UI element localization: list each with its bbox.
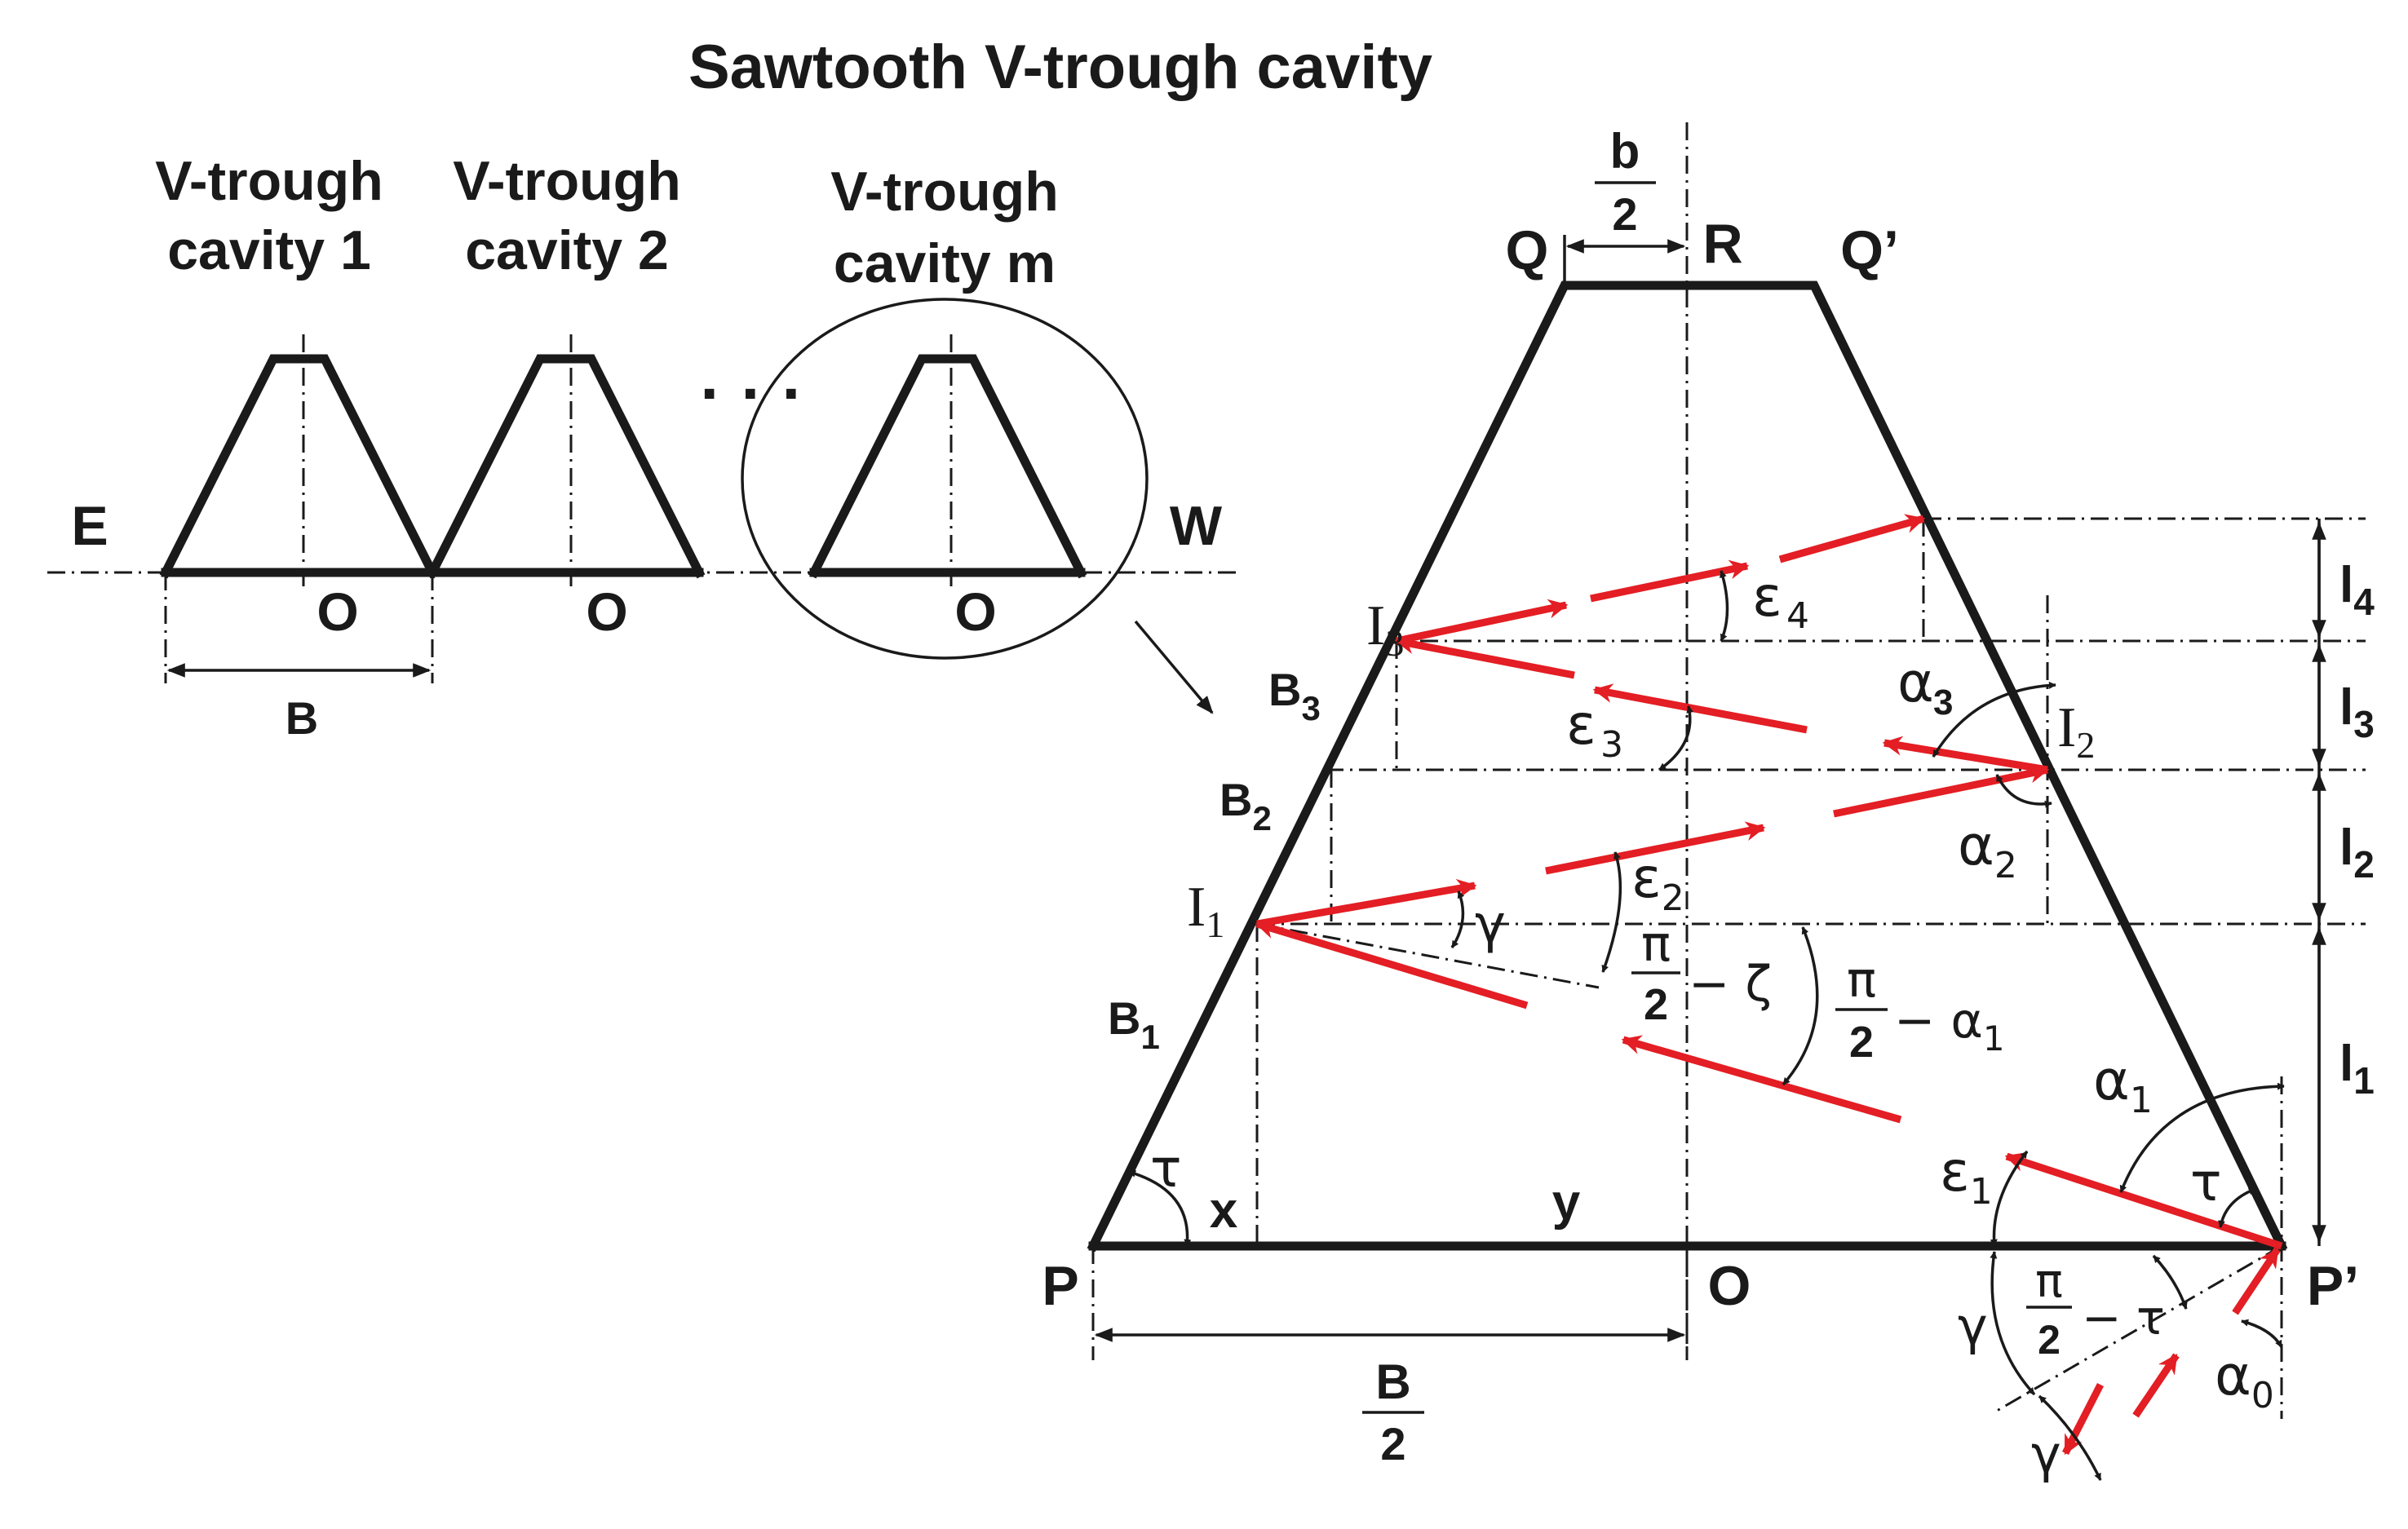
half-pi-tau-num: π: [2035, 1255, 2063, 1308]
alpha3-sub: 3: [1933, 683, 1953, 723]
ellipsis: · · ·: [700, 356, 803, 431]
y-label: y: [1552, 1174, 1581, 1231]
half-pi-alpha-den: 2: [1849, 1018, 1874, 1067]
tau-right-label: τ: [2190, 1153, 2222, 1213]
tau-left-label: τ: [1150, 1139, 1182, 1200]
epsilon3-arc: [1658, 705, 1694, 771]
base-width-numerator: B: [1375, 1354, 1410, 1409]
diagram-title: Sawtooth V-trough cavity: [688, 33, 1432, 102]
gamma-i1-arc: [1450, 890, 1465, 948]
segment-b1-label: B1: [1108, 992, 1160, 1056]
half-pi-tau-den: 2: [2038, 1317, 2061, 1363]
alpha3-label: α: [1897, 651, 1934, 715]
cavity-m-label-line2: cavity m: [834, 232, 1056, 294]
east-label: E: [71, 495, 108, 557]
gamma-i1-label: γ: [1475, 895, 1506, 955]
epsilon2-label: ε2: [1631, 846, 1684, 919]
origin-2-label: O: [586, 581, 627, 642]
west-label: W: [1170, 495, 1223, 557]
width-b-label: B: [286, 692, 318, 744]
cavity-m-shape: [741, 298, 1149, 660]
half-pi-alpha-num: π: [1847, 952, 1876, 1009]
gamma-lower-label: γ: [1958, 1297, 1988, 1356]
epsilon3-sub: 3: [1600, 724, 1623, 766]
angle-arcs: [1128, 570, 2285, 1481]
sawtooth-row: V-trough cavity 1 V-trough cavity 2 V-tr…: [47, 150, 1240, 744]
cavity-2-shape: [426, 334, 706, 587]
alpha2-arc: [1995, 774, 2052, 808]
height-l2-label: l2: [2339, 820, 2375, 886]
epsilon1-arc: [1990, 1150, 2029, 1247]
vertex-p-label: P: [1042, 1255, 1078, 1317]
alpha1-label: α1: [2093, 1049, 2153, 1121]
zoom-arrow: [1134, 620, 1214, 714]
vertex-p-prime-label: P’: [2307, 1255, 2359, 1317]
alpha2-label: α2: [1958, 814, 2017, 886]
origin-m-label: O: [954, 581, 996, 642]
tau-right-arc: [2218, 1187, 2256, 1228]
epsilon3-label: ε2: [1566, 693, 1596, 758]
cavity-2-label-line2: cavity 2: [465, 219, 669, 281]
tau-left-arc: [1128, 1169, 1192, 1247]
cavity-1-label-line1: V-trough: [155, 150, 383, 212]
base-width-denominator: 2: [1380, 1418, 1405, 1469]
vertex-r-label: R: [1702, 213, 1742, 275]
height-l4-label: l4: [2339, 557, 2375, 623]
top-width-denominator: 2: [1612, 188, 1637, 240]
alpha1-arc: [2119, 1082, 2285, 1193]
half-pi-minus-tau-arc: [2152, 1254, 2188, 1310]
alpha0-arc: [2241, 1319, 2283, 1348]
reflection-i2-label: I2: [2057, 696, 2095, 766]
cavity-m-label-line1: V-trough: [830, 161, 1059, 223]
epsilon4-sub: 4: [1786, 595, 1809, 637]
top-width-numerator: b: [1610, 124, 1640, 179]
minus-alpha1-label: − α1: [1894, 992, 2005, 1058]
epsilon2-arc: [1601, 851, 1622, 973]
minus-zeta-label: − ζ: [1689, 956, 1772, 1013]
half-pi-minus-alpha1-arc: [1782, 926, 1819, 1086]
alpha3-arc: [1932, 681, 2056, 758]
origin-1-label: O: [316, 581, 358, 642]
cavity-1-label-line2: cavity 1: [167, 219, 371, 281]
cavity-2-label-line1: V-trough: [453, 150, 681, 212]
height-l1-label: l1: [2339, 1036, 2375, 1102]
epsilon4-label: ε: [1752, 565, 1782, 630]
vertex-o-label: O: [1708, 1255, 1751, 1317]
epsilon1-label: ε1: [1940, 1140, 1993, 1213]
height-l3-label: l3: [2339, 679, 2375, 745]
cavity-m-highlight-ellipse: [741, 298, 1149, 660]
detail-cavity: b 2 B 2: [1042, 122, 2375, 1484]
alpha0-label: α0: [2215, 1344, 2274, 1416]
gamma-bottom-label: γ: [2031, 1425, 2061, 1484]
gamma-bottom-arc: [2038, 1394, 2102, 1481]
minus-tau-label: − τ: [2082, 1290, 2165, 1346]
reflection-i1-label: I1: [1187, 876, 1224, 945]
half-pi-zeta-den: 2: [1644, 980, 1668, 1029]
reflection-i3-label: I3: [1366, 594, 1404, 664]
epsilon4-arc: [1720, 570, 1729, 642]
gamma-lower-arc: [1990, 1251, 2036, 1396]
segment-b2-label: B2: [1219, 774, 1272, 837]
half-pi-zeta-num: π: [1641, 916, 1671, 973]
x-label: x: [1210, 1182, 1238, 1239]
segment-b3-label: B3: [1268, 664, 1321, 727]
vertex-q-prime-label: Q’: [1840, 219, 1899, 281]
cavity-1-shape: [159, 334, 439, 587]
vertex-q-label: Q: [1506, 219, 1549, 281]
